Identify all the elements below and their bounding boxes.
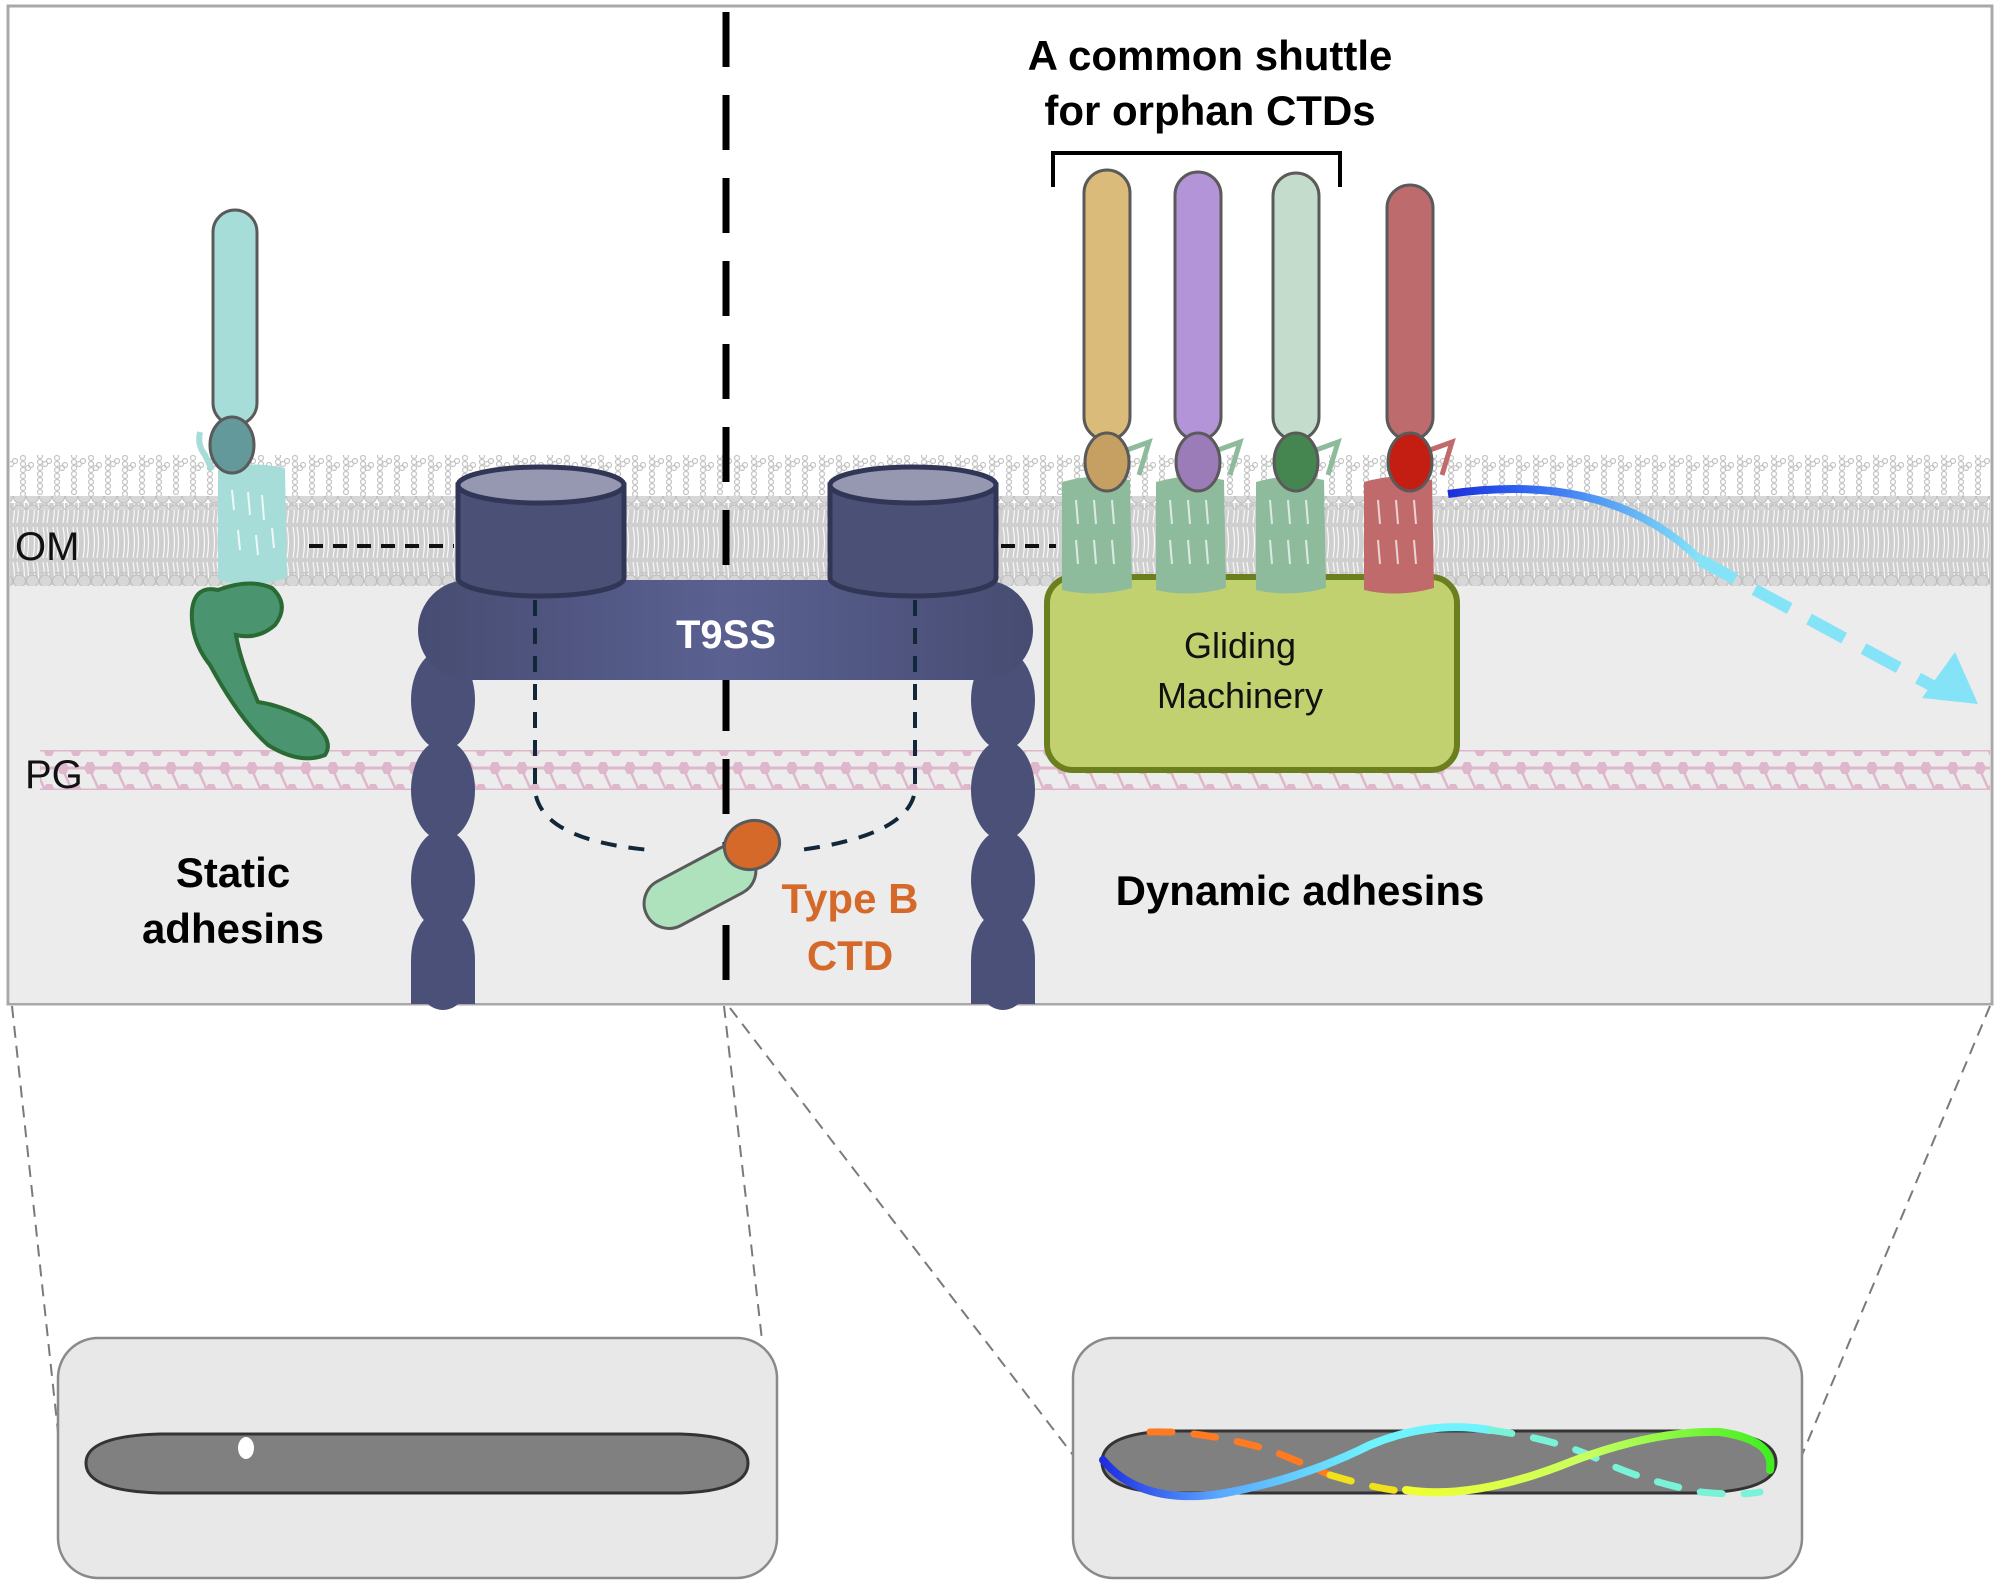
- adhesin-rod: [1082, 168, 1132, 442]
- t9ss-secretion-path-right: [799, 600, 917, 852]
- barrel-strand: [1111, 539, 1115, 565]
- movement-arrow: [1447, 485, 1978, 704]
- barrel-strand: [1413, 499, 1417, 525]
- t9ss-right-cylinder: [827, 464, 999, 599]
- dynamic-adhesins-label: Dynamic adhesins: [1116, 867, 1485, 914]
- adhesin-linker: [1315, 437, 1342, 476]
- adhesin-linker: [1126, 437, 1153, 476]
- title-line2: for orphan CTDs: [1044, 87, 1375, 134]
- orphan-ctd-bracket: [1051, 151, 1342, 187]
- t9ss-left-leg: [411, 650, 475, 1010]
- typeb-ctd-protein: [642, 818, 782, 930]
- barrel-strand: [1111, 499, 1115, 525]
- gliding-label-line2: Machinery: [1157, 675, 1323, 716]
- barrel-strand: [1205, 499, 1209, 525]
- dynamic-cell-panel: [1071, 1336, 1804, 1580]
- static-adhesin-rod: [211, 208, 259, 427]
- barrel-strand: [1093, 499, 1097, 525]
- static-adhesins-label-line2: adhesins: [142, 905, 324, 952]
- helical-track: [1099, 1423, 1775, 1501]
- adhesin-barrel: [1364, 476, 1434, 594]
- typeb-label-line1: Type B: [782, 875, 919, 922]
- adhesin-linker: [1429, 437, 1456, 476]
- barrel-strand: [1377, 539, 1381, 565]
- t9ss-secretion-path-left: [533, 600, 651, 852]
- barrel-strand: [1395, 499, 1399, 525]
- barrel-strand: [1075, 539, 1079, 565]
- barrel-strand: [1377, 499, 1381, 525]
- t9ss-complex: T9SS: [411, 464, 1035, 1010]
- barrel-strand: [1075, 499, 1079, 525]
- barrel-strand: [1187, 499, 1191, 525]
- gliding-machinery: [1044, 574, 1460, 773]
- om-label: OM: [15, 525, 79, 569]
- static-adhesin: [189, 208, 330, 761]
- barrel-strand: [1269, 539, 1273, 565]
- barrel-strand: [1205, 539, 1209, 565]
- pg-label: PG: [25, 753, 83, 797]
- adhesin-ctd-cap: [1174, 431, 1222, 493]
- barrel-strand: [1169, 499, 1173, 525]
- adhesin-barrel: [1156, 476, 1226, 594]
- static-cell-body: [84, 1432, 750, 1495]
- barrel-strand: [1305, 499, 1309, 525]
- t9ss-right-leg: [971, 650, 1035, 1010]
- barrel-strand: [1413, 539, 1417, 565]
- dynamic-adhesin-dynamic-red: [1364, 183, 1456, 594]
- barrel-strand: [1305, 539, 1309, 565]
- zoom-connectors: [11, 1005, 1991, 1456]
- dynamic-adhesin-orphan-3: [1256, 171, 1342, 594]
- t9ss-bar: [418, 580, 1033, 680]
- adhesin-barrel: [1062, 476, 1132, 594]
- t9ss-left-cylinder: [455, 464, 627, 599]
- t9ss-label: T9SS: [676, 613, 776, 657]
- title-line1: A common shuttle: [1028, 32, 1393, 79]
- dynamic-adhesin-orphan-1: [1062, 168, 1153, 594]
- static-adhesin-cap: [208, 415, 256, 475]
- dynamic-adhesin-orphan-2: [1156, 170, 1244, 594]
- arrow-head-icon: [1922, 652, 1978, 704]
- adhesin-ctd-cap: [1083, 431, 1131, 493]
- outer-membrane: [10, 455, 1990, 586]
- adhesin-ctd-cap: [1272, 431, 1320, 493]
- static-adhesin-spot: [238, 1437, 254, 1459]
- gliding-label-line1: Gliding: [1184, 625, 1296, 666]
- barrel-strand: [1269, 499, 1273, 525]
- barrel-strand: [1093, 539, 1097, 565]
- barrel-strand: [1287, 499, 1291, 525]
- adhesin-barrel: [1256, 476, 1326, 594]
- static-adhesins-label-line1: Static: [176, 849, 290, 896]
- barrel-strand: [1287, 539, 1291, 565]
- dynamic-adhesins-group: [1062, 168, 1456, 594]
- barrel-strand: [1169, 539, 1173, 565]
- static-cell-panel: [56, 1336, 779, 1580]
- adhesin-linker: [1217, 437, 1244, 476]
- adhesin-rod: [1271, 171, 1321, 442]
- typeb-label-line2: CTD: [807, 932, 893, 979]
- static-adhesin-anchor: [189, 581, 330, 761]
- adhesin-ctd-cap: [1386, 431, 1434, 493]
- adhesin-rod: [1385, 183, 1435, 442]
- adhesin-rod: [1173, 170, 1223, 442]
- barrel-strand: [1187, 539, 1191, 565]
- barrel-strand: [1395, 539, 1399, 565]
